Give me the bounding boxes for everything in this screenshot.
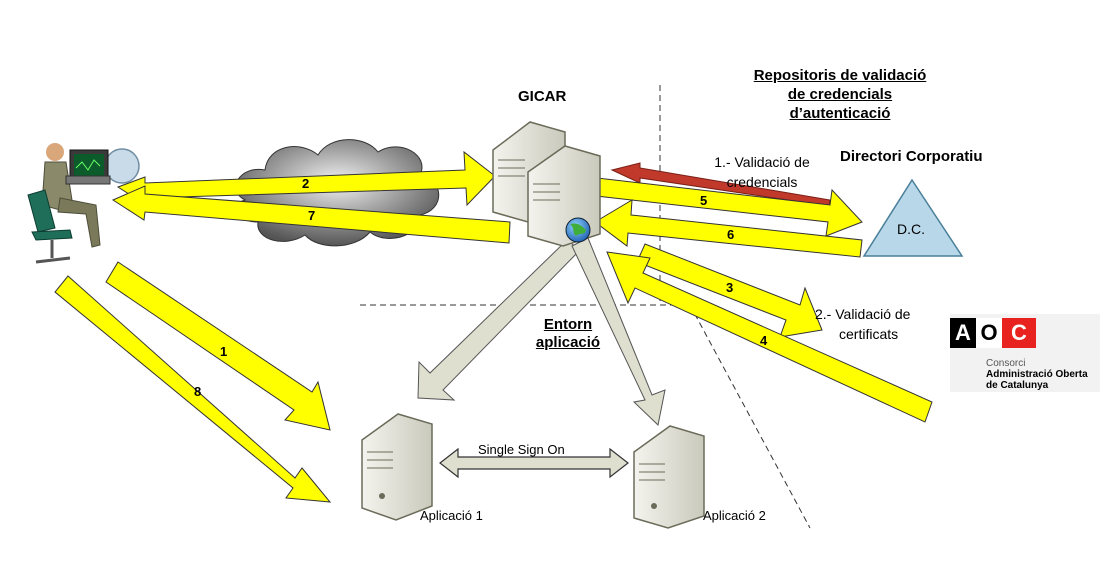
validacio-certificats-line-1: 2.- Validació de bbox=[815, 306, 911, 322]
arrow-number-3: 3 bbox=[726, 280, 734, 295]
aoc-letter-a: A bbox=[950, 318, 976, 348]
validacio-certificats-line-2: certificats bbox=[839, 326, 899, 342]
dashed-diagonal-boundary bbox=[689, 304, 811, 529]
arrow-number-4: 4 bbox=[760, 333, 768, 348]
directori-corporatiu-triangle bbox=[862, 178, 964, 257]
validacio-certificats-label: 2.- Validació de certificats bbox=[815, 304, 910, 344]
gicar-title: GICAR bbox=[518, 88, 567, 105]
arrow-4 bbox=[606, 251, 933, 423]
validacio-credencials-line-1: 1.- Validació de bbox=[714, 154, 810, 170]
app1-server bbox=[361, 413, 433, 521]
arrow-number-2: 2 bbox=[302, 176, 310, 191]
arrow-number-6: 6 bbox=[727, 227, 735, 242]
validacio-credencials-line-2: credencials bbox=[726, 174, 798, 190]
user-workstation-icon bbox=[27, 143, 140, 264]
directori-corporatiu-title: Directori Corporatiu bbox=[840, 148, 983, 165]
arrow-number-8: 8 bbox=[194, 384, 202, 399]
repositories-title-line-2: de credencials bbox=[787, 86, 893, 103]
repositories-title-line-1: Repositoris de validació bbox=[753, 67, 927, 84]
repositories-title: Repositoris de validació de credencials … bbox=[732, 66, 948, 123]
aoc-logo: A O C Consorci Administració Oberta de C… bbox=[950, 314, 1100, 392]
aoc-line-2: Administració Oberta bbox=[986, 369, 1088, 380]
arrow-3 bbox=[636, 243, 823, 338]
aoc-letter-o: O bbox=[976, 318, 1002, 348]
arrow-7 bbox=[111, 185, 511, 244]
app2-label: Aplicació 2 bbox=[703, 508, 766, 523]
red-arrow-validation bbox=[610, 162, 831, 207]
arrow-6 bbox=[594, 199, 863, 258]
app1-label: Aplicació 1 bbox=[420, 508, 483, 523]
entorn-aplicacio-label: Entorn aplicació bbox=[518, 316, 618, 352]
aoc-line-1: Consorci bbox=[986, 358, 1026, 369]
entorn-line-2: aplicació bbox=[535, 334, 601, 351]
aoc-letters: A O C bbox=[950, 318, 1036, 348]
arrow-gicar-to-app2 bbox=[571, 237, 666, 426]
arrow-gicar-to-app1 bbox=[417, 239, 581, 401]
arrow-number-1: 1 bbox=[220, 344, 228, 359]
repositories-title-line-3: d’autenticació bbox=[789, 105, 891, 122]
arrow-1 bbox=[105, 261, 331, 431]
app2-server bbox=[633, 425, 705, 529]
arrow-number-7: 7 bbox=[308, 208, 316, 223]
single-sign-on-label: Single Sign On bbox=[478, 442, 565, 457]
arrow-number-5: 5 bbox=[700, 193, 708, 208]
globe-icon bbox=[565, 217, 591, 243]
aoc-line-3: de Catalunya bbox=[986, 380, 1049, 391]
validacio-credencials-label: 1.- Validació de credencials bbox=[694, 152, 830, 192]
single-sign-on-arrow bbox=[439, 447, 629, 479]
arrow-8 bbox=[54, 275, 332, 503]
entorn-line-1: Entorn bbox=[543, 316, 593, 333]
aoc-letter-c: C bbox=[1002, 318, 1036, 348]
dc-label: D.C. bbox=[897, 221, 925, 237]
